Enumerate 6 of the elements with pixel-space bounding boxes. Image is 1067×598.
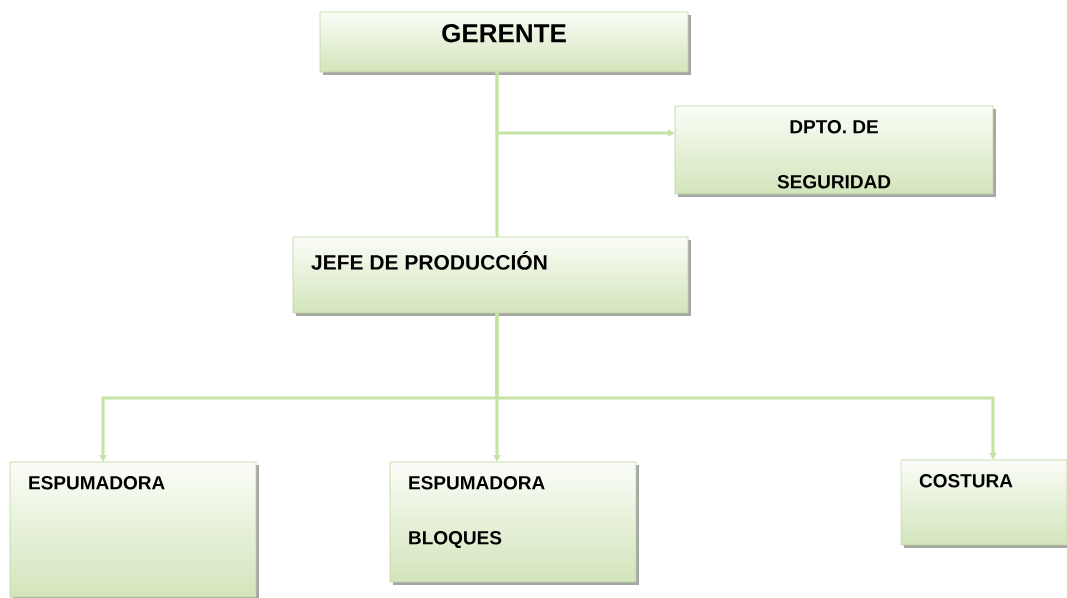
org-box: GERENTE [319, 11, 691, 75]
org-box: ESPUMADORA [9, 461, 259, 598]
org-box: DPTO. DE SEGURIDAD [674, 105, 996, 197]
org-box: JEFE DE PRODUCCIÓN [292, 236, 691, 316]
org-box: COSTURA [900, 459, 1067, 548]
org-box: ESPUMADORA BLOQUES [389, 461, 639, 585]
